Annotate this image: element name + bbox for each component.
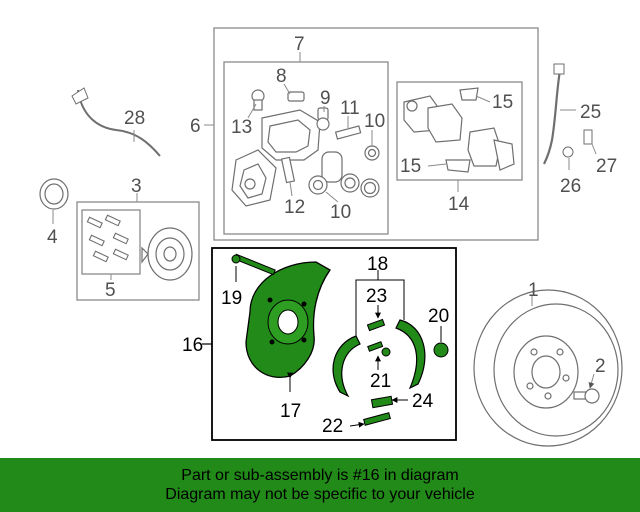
callout-10-top: 10 — [364, 111, 385, 132]
banner-line-2: Diagram may not be specific to your vehi… — [165, 486, 475, 503]
caliper-assembly-group — [213, 27, 539, 241]
callout-19: 19 — [221, 288, 242, 309]
callout-21: 21 — [370, 371, 391, 392]
brake-rotor — [473, 289, 623, 447]
callout-14: 14 — [448, 194, 470, 215]
callout-22: 22 — [322, 416, 343, 437]
seal-ring — [39, 178, 69, 210]
caliper-assembly-box — [213, 27, 539, 241]
callout-17: 17 — [280, 401, 301, 422]
callout-28: 28 — [124, 108, 145, 129]
caliper-body — [231, 109, 343, 207]
brake-hose — [543, 69, 562, 165]
callout-10-bottom: 10 — [330, 202, 351, 223]
callout-24: 24 — [412, 391, 434, 412]
callout-5: 5 — [105, 280, 116, 301]
banner-line-1: Part or sub-assembly is #16 in diagram — [181, 467, 459, 484]
callout-18: 18 — [367, 254, 388, 275]
info-banner: Part or sub-assembly is #16 in diagram D… — [0, 458, 640, 512]
hub-bearing — [141, 227, 193, 281]
callout-7: 7 — [294, 34, 305, 55]
adjuster-plug[interactable] — [433, 342, 449, 358]
brake-shoes[interactable] — [332, 319, 426, 398]
callout-13: 13 — [231, 117, 252, 138]
brake-pads — [403, 87, 515, 173]
callout-23: 23 — [366, 286, 387, 307]
callout-3: 3 — [131, 176, 142, 197]
callout-8: 8 — [276, 66, 287, 87]
callout-12: 12 — [284, 197, 305, 218]
mounting-bolt[interactable] — [231, 253, 276, 276]
callout-16: 16 — [182, 335, 203, 356]
callout-15-top: 15 — [492, 92, 513, 113]
callout-1: 1 — [528, 280, 539, 301]
hub-bolts — [86, 214, 129, 263]
parts-diagram: 1 2 3 4 5 6 7 8 9 10 10 11 12 13 14 15 1… — [39, 27, 623, 447]
callout-2: 2 — [595, 356, 606, 377]
pad-kit-box — [396, 81, 523, 181]
callout-25: 25 — [580, 102, 601, 123]
caliper-small-parts — [251, 89, 380, 198]
callout-15-bottom: 15 — [400, 156, 421, 177]
callout-20: 20 — [428, 306, 449, 327]
abs-sensor-wire — [77, 89, 161, 157]
backing-plate[interactable] — [245, 261, 331, 378]
callout-11: 11 — [340, 98, 360, 119]
callout-26: 26 — [560, 176, 581, 197]
callout-6: 6 — [190, 116, 201, 137]
callout-4: 4 — [47, 227, 58, 248]
callout-9: 9 — [320, 88, 331, 109]
hub-assembly-box — [76, 201, 200, 301]
caliper-inner-box — [223, 61, 389, 235]
rotor-screw — [573, 388, 600, 404]
callout-27: 27 — [596, 156, 617, 177]
